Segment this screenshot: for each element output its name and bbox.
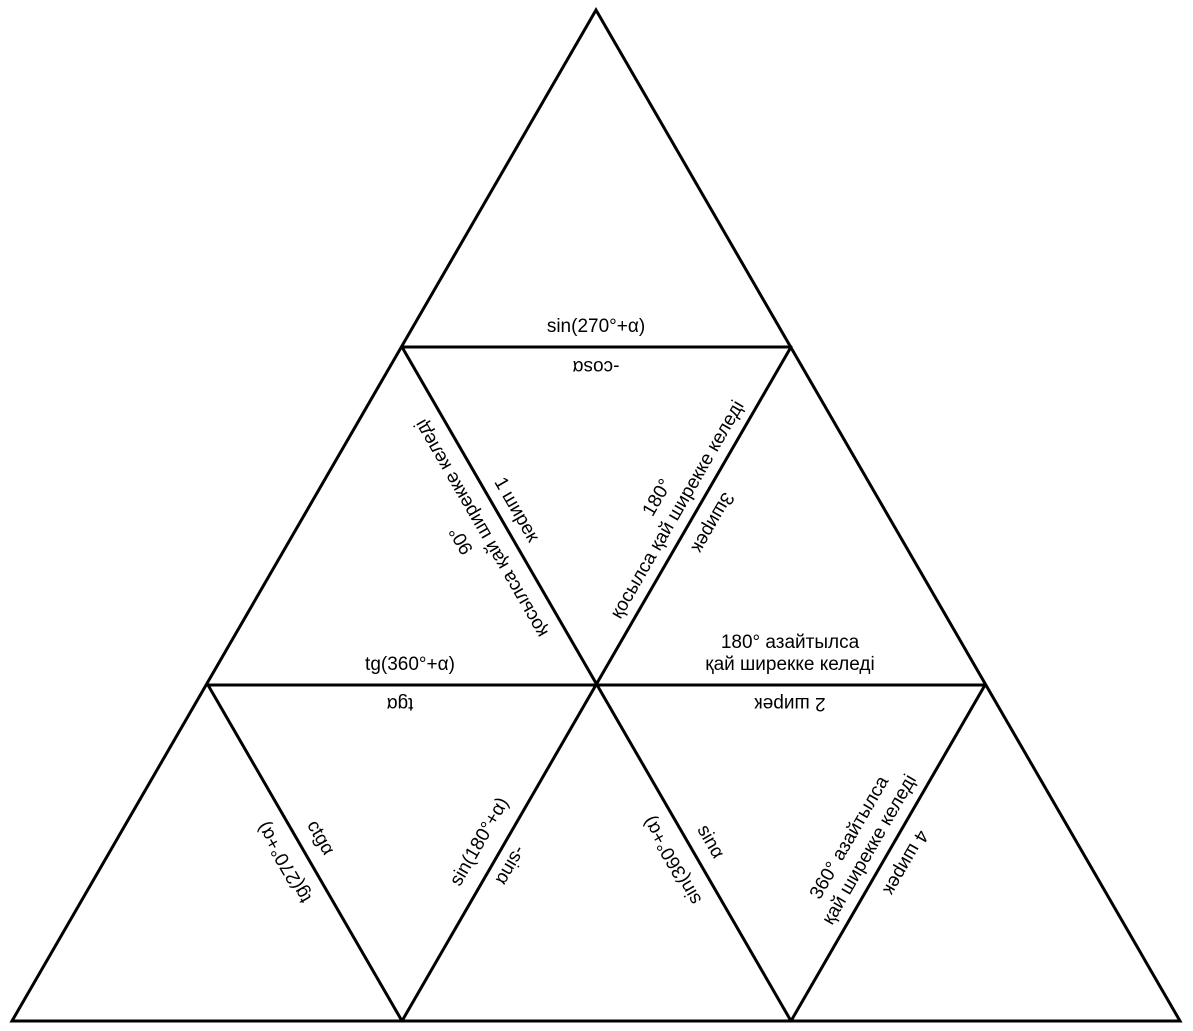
label-neg-cos: -cosα	[573, 356, 620, 377]
label-2-quadrant: 2 ширек	[754, 693, 826, 714]
edge-slant-down-left	[400, 345, 793, 1023]
label-sin-270: sin(270°+α)	[547, 316, 645, 337]
outer-triangle	[9, 7, 1183, 1023]
label-tg-alpha: tgα	[387, 693, 414, 714]
edge-bottom-left-slant	[206, 683, 404, 1023]
label-sin-360: sin(360°+α)	[639, 812, 706, 908]
label-tg-360: tg(360°+α)	[365, 654, 455, 675]
edge-bottom-right-slant	[789, 683, 987, 1023]
label-180-subtract: 180° азайтылса	[721, 632, 860, 653]
label-180-subtract-question: қай ширекке келеді	[705, 654, 874, 675]
label-ctg-alpha: ctgα	[302, 817, 338, 859]
label-neg-sin: -sinα	[491, 842, 530, 889]
triangle-grid	[9, 7, 1183, 1023]
label-sin-alpha: sinα	[693, 821, 729, 862]
